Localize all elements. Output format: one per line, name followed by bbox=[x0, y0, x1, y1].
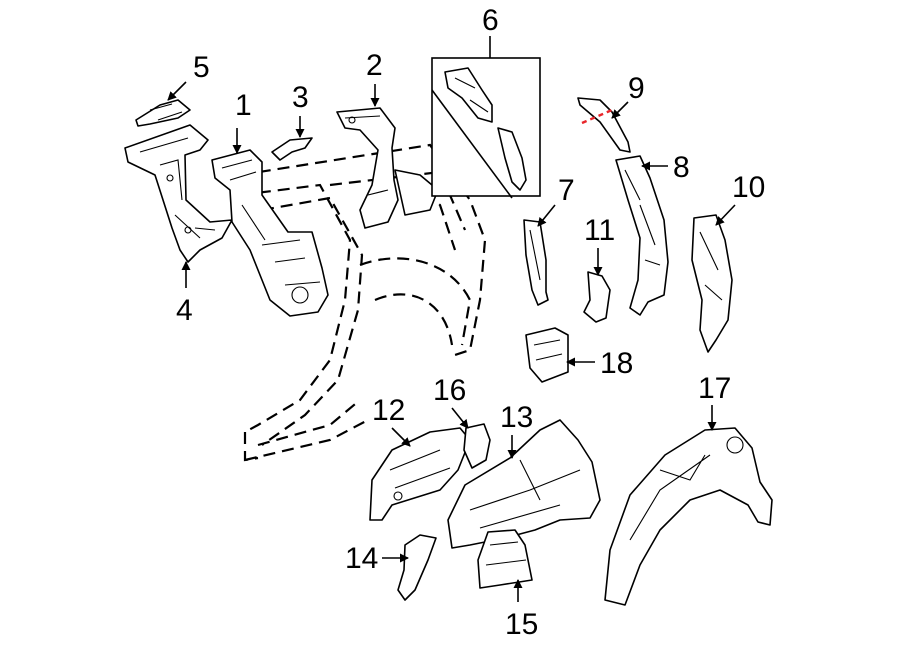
callout-8: 8 bbox=[673, 151, 690, 184]
callout-12: 12 bbox=[372, 394, 405, 427]
callout-6: 6 bbox=[482, 4, 499, 37]
part-18-pocket bbox=[525, 327, 569, 383]
callout-11: 11 bbox=[584, 214, 615, 247]
callout-15: 15 bbox=[505, 608, 538, 641]
part-10-panel bbox=[691, 214, 733, 353]
callout-14: 14 bbox=[345, 542, 378, 575]
callout-1: 1 bbox=[235, 89, 252, 122]
part-17-outer-wheelhouse bbox=[604, 427, 773, 606]
body-side-outline bbox=[239, 143, 487, 462]
part-15-plate bbox=[477, 529, 533, 589]
part-12-wheelhouse bbox=[369, 427, 471, 521]
callout-3: 3 bbox=[292, 81, 309, 114]
callout-7: 7 bbox=[558, 174, 575, 207]
part-16-bracket bbox=[463, 423, 491, 469]
callout-4: 4 bbox=[176, 294, 193, 327]
part-8-pillar bbox=[615, 155, 669, 316]
callout-18: 18 bbox=[600, 347, 633, 380]
part-9-strip bbox=[577, 97, 631, 153]
cut-line bbox=[581, 108, 613, 125]
callout-17: 17 bbox=[698, 372, 731, 405]
part-13-wheelhouse-inner bbox=[447, 419, 601, 549]
part-7-strip bbox=[523, 219, 549, 306]
callout-labels: 5 1 3 2 4 6 7 9 8 10 11 18 12 16 13 14 1… bbox=[176, 4, 765, 641]
part-6-inset bbox=[431, 57, 541, 199]
leaders bbox=[167, 36, 736, 602]
part-11-bracket bbox=[583, 271, 611, 323]
part-14-bracket bbox=[397, 534, 437, 601]
callout-10: 10 bbox=[732, 171, 765, 204]
part-5-bracket bbox=[135, 99, 191, 127]
callout-9: 9 bbox=[628, 72, 645, 105]
part-4-pillar bbox=[124, 124, 233, 263]
part-1-inner-panel bbox=[211, 149, 329, 317]
callout-5: 5 bbox=[193, 51, 210, 84]
part-2-reinforcement bbox=[336, 107, 439, 229]
part-3-bracket bbox=[271, 137, 313, 161]
callout-16: 16 bbox=[433, 374, 466, 407]
callout-2: 2 bbox=[366, 49, 383, 82]
callout-13: 13 bbox=[500, 401, 533, 434]
